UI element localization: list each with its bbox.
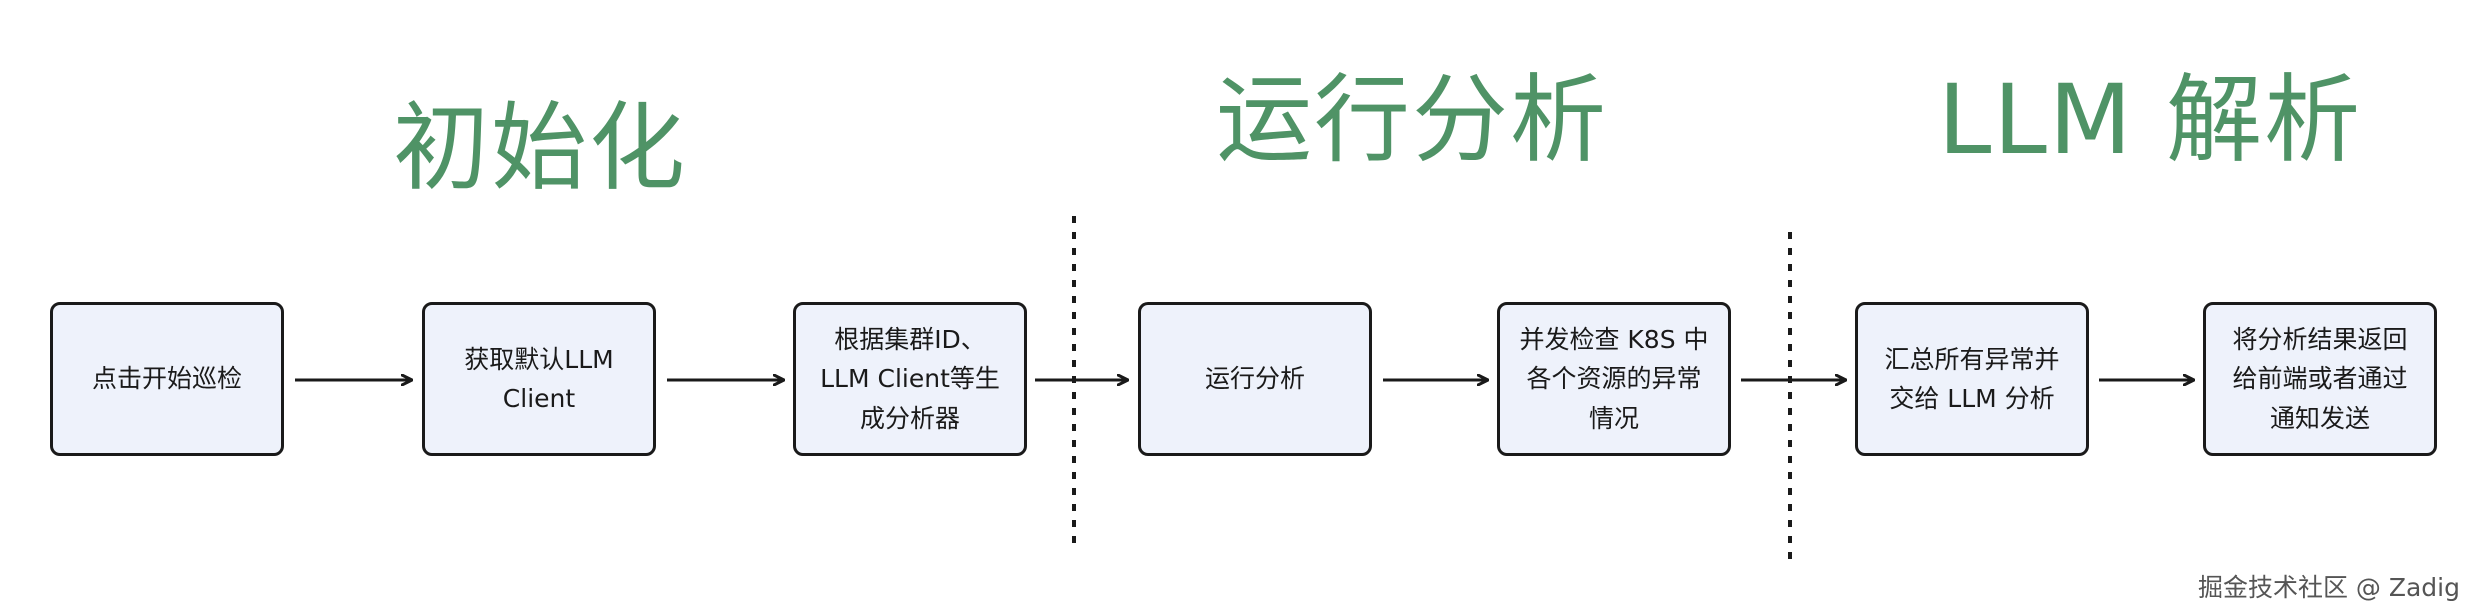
watermark: 掘金技术社区 @ Zadig [2197, 573, 2460, 602]
step-run-analysis: 运行分析 [1138, 302, 1372, 456]
step-return-results: 将分析结果返回 给前端或者通过 通知发送 [2203, 302, 2437, 456]
stage-title-llm-parse: LLM 解析 [1937, 64, 2363, 176]
step-start-inspection: 点击开始巡检 [50, 302, 284, 456]
step-aggregate-to-llm: 汇总所有异常并 交给 LLM 分析 [1855, 302, 2089, 456]
step-build-analyzer: 根据集群ID、 LLM Client等生 成分析器 [793, 302, 1027, 456]
step-get-default-llm-client: 获取默认LLM Client [422, 302, 656, 456]
step-concurrent-k8s-check: 并发检查 K8S 中 各个资源的异常 情况 [1497, 302, 1731, 456]
stage-title-run-analysis: 运行分析 [1216, 64, 1608, 176]
stage-title-init: 初始化 [393, 92, 687, 204]
